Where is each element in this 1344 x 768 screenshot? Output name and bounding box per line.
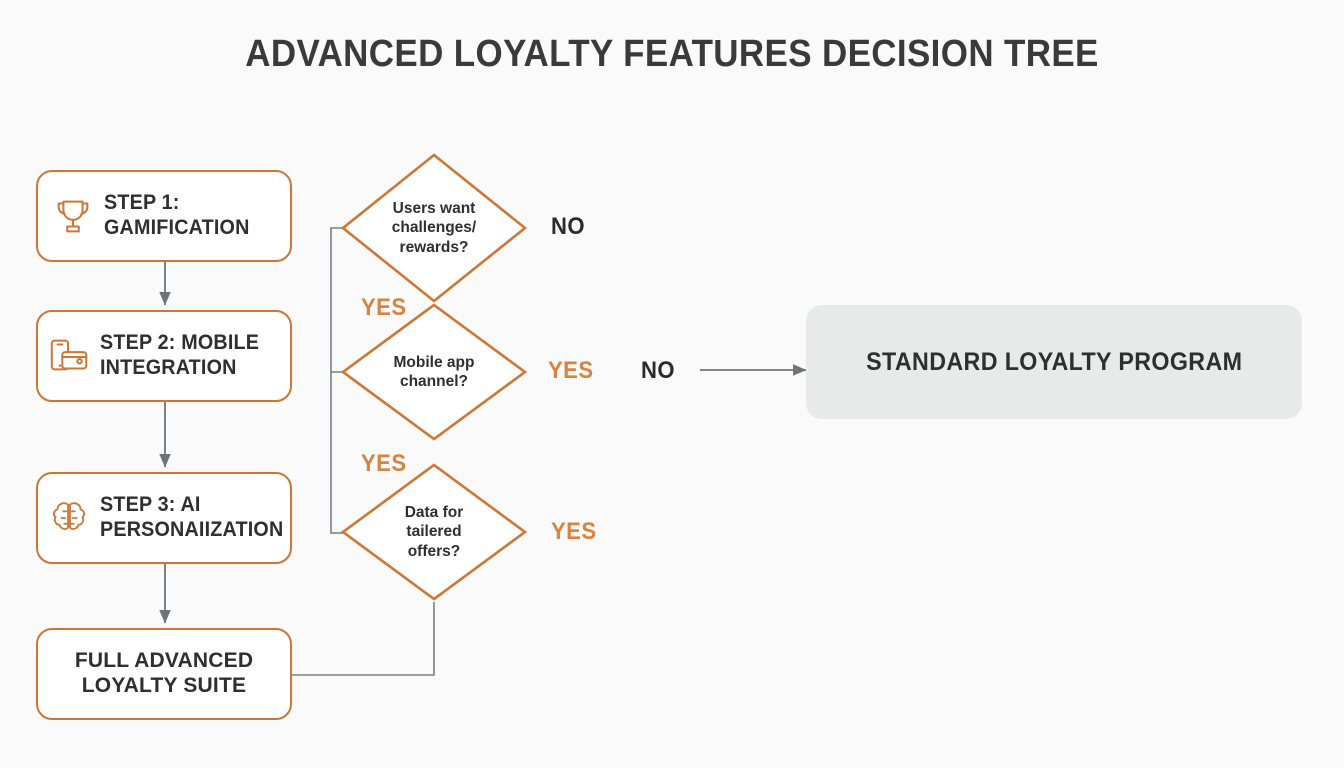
outcome-box-label: FULL ADVANCED LOYALTY SUITE [74,649,254,697]
decision-label: Mobile app channel? [393,353,475,390]
decision-data-for-tailored-offers[interactable]: Data for tailered offers? [340,462,528,602]
branch-label-d2-yes: YES [548,357,594,384]
page-title: ADVANCED LOYALTY FEATURES DECISION TREE [245,33,1099,75]
mobile-wallet-icon [50,339,88,371]
terminal-label: STANDARD LOYALTY PROGRAM [865,347,1243,376]
diamond-shape [340,303,528,441]
branch-label-d3-yes-left: YES [361,450,407,477]
outcome-box-full-advanced-loyalty-suite[interactable]: FULL ADVANCED LOYALTY SUITE [36,628,292,720]
decision-label: Data for tailered offers? [404,503,464,560]
diamond-shape [340,463,528,601]
trophy-icon [57,200,89,233]
branch-label-d1-yes: YES [361,294,407,321]
step-box-label: STEP 2: MOBILE INTEGRATION [100,331,260,379]
decision-users-want-challenges[interactable]: Users want challenges/ rewards? [340,152,528,304]
terminal-box-standard-loyalty-program[interactable]: STANDARD LOYALTY PROGRAM [806,305,1302,419]
step-box-gamification[interactable]: STEP 1: GAMIFICATION [36,170,292,262]
decision-mobile-app-channel[interactable]: Mobile app channel? [340,302,528,442]
step-box-mobile-integration[interactable]: STEP 2: MOBILE INTEGRATION [36,310,292,402]
decision-label: Users want challenges/ rewards? [391,199,477,256]
step-box-label: STEP 3: AI PERSONAIIZATION [100,493,284,541]
branch-label-d1-no: NO [551,213,586,240]
step-box-ai-personalization[interactable]: STEP 3: AI PERSONAIIZATION [36,472,292,564]
diamond-shape [340,153,528,303]
branch-label-d3-yes-right: YES [551,518,597,545]
step-box-label: STEP 1: GAMIFICATION [104,191,250,239]
branch-label-d2-no: NO [641,357,676,384]
brain-icon [53,502,85,530]
connector-diamond3-to-outcome [292,602,435,676]
